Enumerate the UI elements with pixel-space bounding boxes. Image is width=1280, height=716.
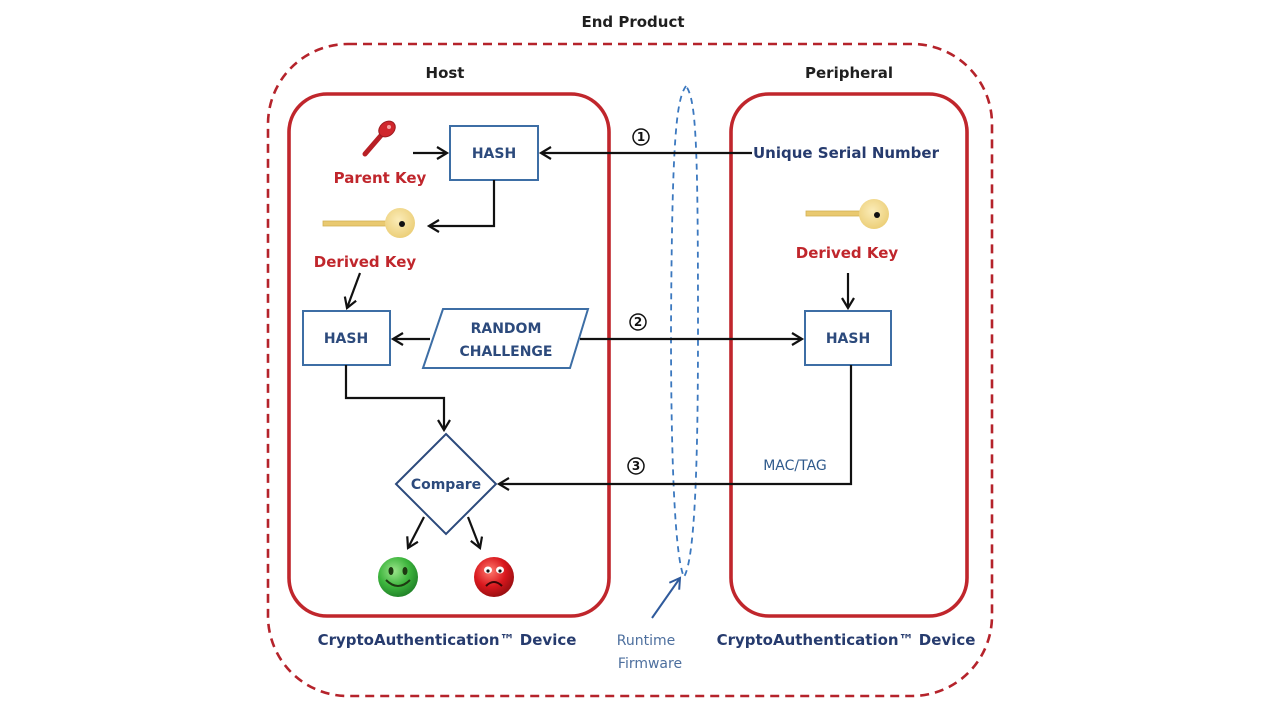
step-2-badge bbox=[629, 313, 647, 331]
runtime-label-line2: Firmware bbox=[618, 656, 682, 672]
random-challenge-box bbox=[421, 308, 590, 369]
peripheral-hash-label: HASH bbox=[826, 331, 870, 347]
host-derived-key-icon bbox=[322, 208, 415, 238]
runtime-pointer-arrow bbox=[651, 576, 682, 619]
arrow-compare-to-failure bbox=[466, 516, 484, 550]
host-label: Host bbox=[426, 64, 465, 82]
end-product-boundary bbox=[266, 42, 994, 698]
step-3-badge bbox=[627, 457, 645, 475]
parent-key-icon bbox=[362, 120, 396, 157]
peripheral-derived-key-icon bbox=[805, 199, 889, 229]
arrow-derivedkey-to-hash bbox=[343, 272, 362, 311]
peripheral-derived-key-label: Derived Key bbox=[796, 244, 899, 262]
random-challenge-line1: RANDOM bbox=[471, 321, 542, 337]
runtime-firmware-boundary bbox=[670, 84, 699, 579]
arrow-hash-to-derivedkey bbox=[426, 180, 496, 233]
mac-tag-label: MAC/TAG bbox=[763, 458, 827, 474]
unique-serial-number-label: Unique Serial Number bbox=[753, 144, 940, 162]
host-hash-top-label: HASH bbox=[472, 146, 516, 162]
compare-diamond bbox=[394, 432, 498, 536]
host-device-frame bbox=[287, 92, 611, 618]
happy-face-icon bbox=[378, 557, 418, 597]
arrow-host-hash-to-compare bbox=[344, 365, 451, 433]
arrow-compare-to-success bbox=[406, 516, 425, 550]
sad-face-icon bbox=[474, 557, 514, 597]
peripheral-hash-box bbox=[804, 310, 892, 366]
peripheral-device-footer: CryptoAuthentication™ Device bbox=[717, 631, 976, 649]
runtime-label-line1: Runtime bbox=[617, 633, 675, 649]
end-product-title: End Product bbox=[581, 13, 684, 31]
step-2-number: 2 bbox=[634, 315, 642, 329]
arrow-mac-to-compare bbox=[496, 365, 853, 491]
compare-label: Compare bbox=[411, 477, 481, 493]
random-challenge-line2: CHALLENGE bbox=[459, 344, 552, 360]
peripheral-device-frame bbox=[729, 92, 969, 618]
step-3-number: 3 bbox=[632, 459, 640, 473]
host-hash-box-mid bbox=[302, 310, 391, 366]
host-device-footer: CryptoAuthentication™ Device bbox=[318, 631, 577, 649]
step-1-badge bbox=[632, 128, 650, 146]
peripheral-label: Peripheral bbox=[805, 64, 893, 82]
host-hash-mid-label: HASH bbox=[324, 331, 368, 347]
parent-key-label: Parent Key bbox=[334, 169, 427, 187]
step-1-number: 1 bbox=[637, 130, 645, 144]
host-derived-key-label: Derived Key bbox=[314, 253, 417, 271]
